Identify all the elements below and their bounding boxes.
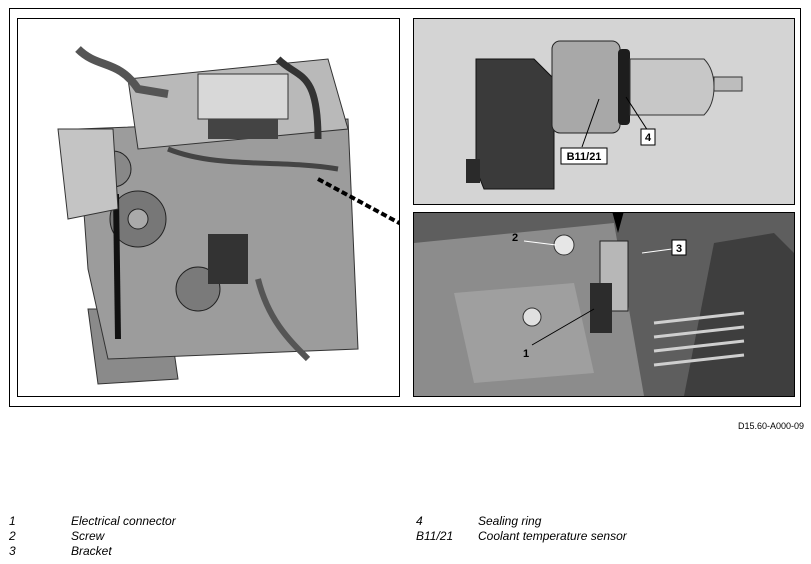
legend-right: 4 Sealing ring B11/21 Coolant temperatur… (416, 514, 627, 544)
svg-text:3: 3 (676, 243, 682, 255)
legend-item: B11/21 Coolant temperature sensor (416, 529, 627, 544)
callout-4: 4 (640, 128, 656, 146)
legend-text: Electrical connector (71, 514, 176, 528)
figure-reference-code: D15.60-A000-09 (738, 421, 805, 431)
callout-1: 1 (523, 348, 529, 360)
legend-item: 2 Screw (9, 529, 176, 544)
legend-text: Screw (71, 529, 105, 543)
legend-item: 1 Electrical connector (9, 514, 176, 529)
callout-b1121: B11/21 (560, 147, 608, 165)
legend-key: B11/21 (416, 529, 454, 543)
callout-2: 2 (512, 232, 518, 244)
legend-key: 2 (9, 529, 16, 543)
svg-text:4: 4 (645, 132, 652, 144)
engine-illustration-panel (17, 18, 400, 397)
legend-key: 4 (416, 514, 423, 528)
legend-item: 3 Bracket (9, 544, 176, 559)
legend-key: 3 (9, 544, 16, 558)
engine-illustration (57, 46, 399, 385)
sensor-closeup-panel: B11/21 4 (413, 18, 795, 205)
installed-location-photo-panel: 2 3 1 (413, 212, 795, 397)
legend-left: 1 Electrical connector 2 Screw 3 Bracket (9, 514, 176, 559)
coolant-sensor-illustration: B11/21 4 (466, 40, 743, 190)
legend-text: Bracket (71, 544, 112, 558)
legend-text: Sealing ring (478, 514, 542, 528)
svg-text:1: 1 (523, 348, 529, 360)
svg-text:B11/21: B11/21 (567, 151, 602, 163)
legend-text: Coolant temperature sensor (478, 529, 627, 543)
legend-key: 1 (9, 514, 16, 528)
svg-text:2: 2 (512, 232, 518, 244)
callout-3: 3 (671, 239, 687, 256)
legend-item: 4 Sealing ring (416, 514, 627, 529)
installed-location-photo: 2 3 1 (414, 213, 794, 396)
